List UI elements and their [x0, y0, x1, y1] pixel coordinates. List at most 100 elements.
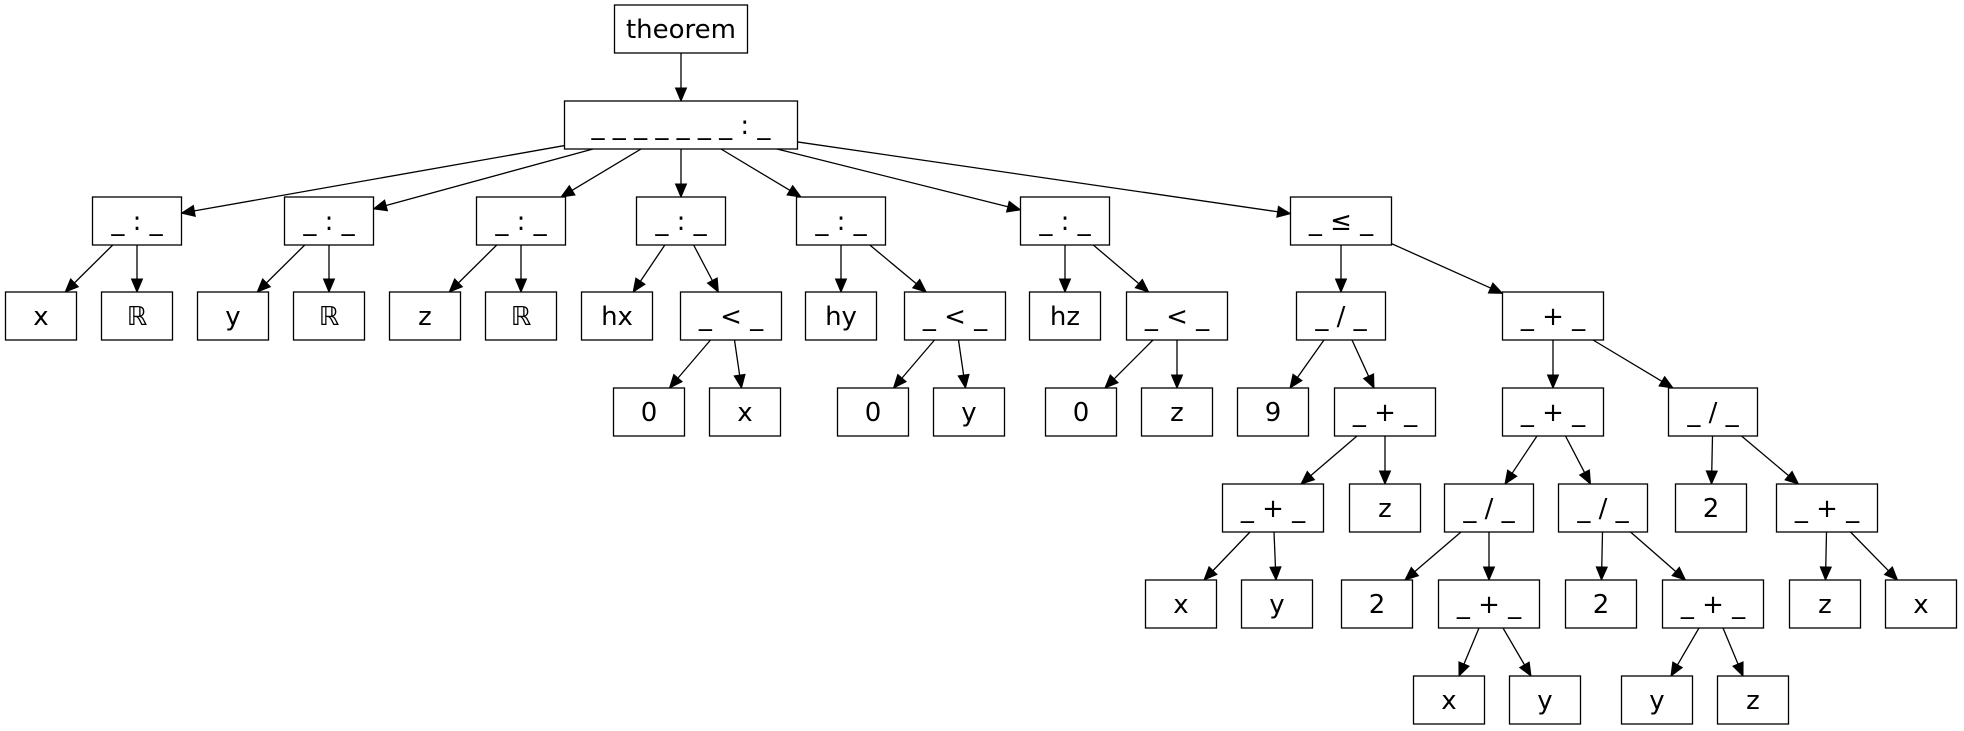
arrowhead-icon — [559, 184, 576, 198]
node-box — [1019, 196, 1111, 246]
node-box — [795, 196, 887, 246]
arrowhead-icon — [1482, 566, 1496, 582]
node-label: 2 — [1593, 590, 1610, 620]
tree-edge — [677, 339, 711, 379]
node-box — [1028, 291, 1102, 341]
node-label: _ + _ — [1794, 494, 1860, 524]
node-label: x — [1441, 686, 1456, 716]
tree-edge — [1391, 243, 1491, 289]
tree-node-plus-op: _ + _ — [1501, 291, 1605, 341]
tree-node-2: 2 — [1564, 579, 1638, 629]
node-label: _ + _ — [1680, 590, 1746, 620]
node-label: 2 — [1703, 494, 1720, 524]
node-box — [1884, 579, 1958, 629]
arrowhead-icon — [372, 199, 389, 212]
node-box — [1236, 387, 1310, 437]
arrowhead-icon — [514, 278, 528, 294]
node-label: 9 — [1265, 398, 1282, 428]
arrowhead-icon — [706, 277, 719, 294]
arrowhead-icon — [834, 278, 848, 294]
node-label: 2 — [1369, 590, 1386, 620]
tree-node-z: z — [1788, 579, 1862, 629]
node-label: _ < _ — [922, 302, 988, 332]
node-box — [580, 291, 654, 341]
node-box — [1501, 387, 1605, 437]
arrowhead-icon — [1784, 470, 1800, 485]
node-box — [1044, 387, 1118, 437]
arrowhead-icon — [674, 87, 688, 103]
tree-node-y: y — [1508, 675, 1582, 725]
arrowhead-icon — [786, 184, 803, 198]
tree-edge — [720, 148, 791, 191]
tree-edge — [1741, 435, 1789, 477]
node-box — [1620, 675, 1694, 725]
tree-node-lt-op: _ < _ — [1125, 291, 1229, 341]
tree-node-0: 0 — [1044, 387, 1118, 437]
node-label: x — [737, 398, 752, 428]
tree-node-x: x — [1412, 675, 1486, 725]
arrowhead-icon — [1658, 375, 1675, 389]
node-box — [475, 196, 567, 246]
node-label: z — [1746, 686, 1760, 716]
arrowhead-icon — [322, 278, 336, 294]
node-box — [484, 291, 558, 341]
node-label: _ : _ — [302, 207, 355, 237]
tree-edge — [869, 244, 917, 285]
tree-node-plus-op: _ + _ — [1775, 483, 1879, 533]
arrowhead-icon — [1732, 661, 1744, 678]
arrowhead-icon — [1546, 374, 1560, 390]
tree-node-hy: hy — [804, 291, 878, 341]
arrowhead-icon — [674, 183, 688, 199]
node-label: _ ≤ _ — [1308, 207, 1374, 237]
tree-edge — [1676, 627, 1700, 666]
arrowhead-icon — [1578, 469, 1592, 486]
arrowhead-icon — [1487, 282, 1504, 294]
node-label: _ / _ — [1314, 302, 1367, 332]
node-label: x — [1173, 590, 1188, 620]
node-label: y — [1537, 686, 1552, 716]
arrowhead-icon — [1504, 469, 1518, 486]
node-box — [804, 291, 878, 341]
node-label: _ < _ — [698, 302, 764, 332]
tree-node-z: z — [388, 291, 462, 341]
tree-edge — [1711, 435, 1714, 472]
node-box — [613, 4, 749, 54]
node-box — [1501, 291, 1605, 341]
node-box — [1667, 387, 1759, 437]
tree-node-colon-op: _ : _ — [91, 196, 183, 246]
node-label: z — [418, 302, 432, 332]
node-label: _ + _ — [1520, 398, 1586, 428]
tree-edge — [1722, 627, 1739, 665]
node-label: _ : _ — [1038, 207, 1091, 237]
node-box — [1295, 291, 1387, 341]
node-label: hy — [825, 302, 857, 332]
node-label: x — [33, 302, 48, 332]
node-box — [1564, 579, 1638, 629]
tree-node-plus-op: _ + _ — [1501, 387, 1605, 437]
tree-edge — [639, 244, 666, 282]
tree-node-colon-op: _ : _ — [635, 196, 727, 246]
tree-node-z: z — [1140, 387, 1214, 437]
tree-edge — [1113, 339, 1154, 380]
arrowhead-icon — [911, 278, 928, 293]
node-box — [932, 387, 1006, 437]
node-label: ℝ — [127, 302, 148, 332]
tree-edge — [1592, 339, 1663, 382]
node-box — [1348, 483, 1422, 533]
tree-edge — [1825, 531, 1828, 568]
arrowhead-icon — [957, 373, 970, 390]
node-box — [903, 291, 1007, 341]
node-box — [1240, 579, 1314, 629]
tree-edges — [64, 53, 1899, 678]
arrowhead-icon — [1458, 661, 1470, 678]
node-box — [1443, 483, 1535, 533]
tree-node-x: x — [4, 291, 78, 341]
tree-node-hz: hz — [1028, 291, 1102, 341]
node-box — [1661, 579, 1765, 629]
tree-node-reals: ℝ — [292, 291, 366, 341]
node-box — [836, 387, 910, 437]
arrowhead-icon — [1378, 470, 1392, 486]
node-label: hz — [1050, 302, 1080, 332]
arrowhead-icon — [892, 373, 908, 389]
